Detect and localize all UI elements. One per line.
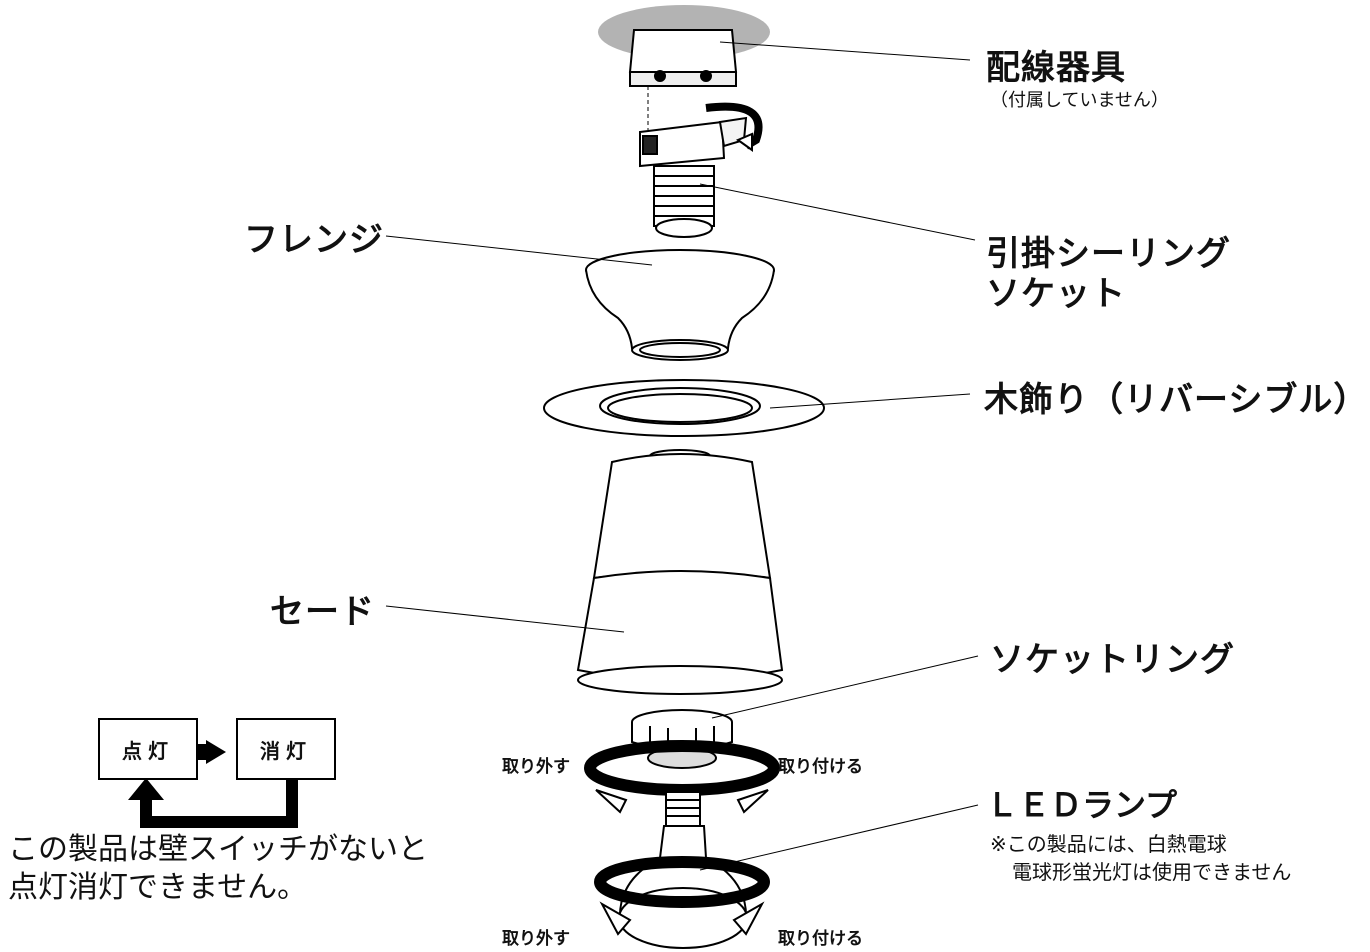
action-attach-upper: 取り付ける: [778, 757, 863, 777]
switch-on-box: 点灯: [98, 718, 198, 780]
rotate-arrow-icon: [705, 102, 763, 150]
switch-off-box: 消灯: [236, 718, 336, 780]
label-socket-ring: ソケットリング: [990, 640, 1235, 680]
action-attach-lower: 取り付ける: [778, 929, 863, 949]
switch-caption-line2: 点灯消灯できません。: [8, 870, 308, 905]
label-hook-socket-line1: 引掛シーリング: [986, 234, 1231, 274]
label-wiring-device-note: （付属していません）: [990, 90, 1169, 111]
label-wood-ring: 木飾り（リバーシブル）: [984, 380, 1369, 420]
hook-ceiling-socket-drawing: [639, 116, 748, 238]
label-led-lamp: ＬＥＤランプ: [986, 786, 1178, 824]
label-shade: セード: [270, 592, 375, 632]
switch-cycle-arrows: [128, 740, 298, 828]
leader-lines: [385, 41, 979, 871]
rotate-ring-arrow-upper: [584, 740, 780, 814]
rotate-ring-arrow-lower: [594, 856, 770, 936]
action-remove-lower: 取り外す: [502, 929, 570, 949]
label-led-note-line2: 電球形蛍光灯は使用できません: [1012, 860, 1292, 884]
label-flange: フレンジ: [244, 220, 384, 260]
label-wiring-device: 配線器具: [986, 48, 1126, 88]
label-led-note-line1: ※この製品には、白熱電球: [990, 832, 1227, 856]
wiring-device-drawing: [628, 29, 738, 87]
flange-drawing: [585, 249, 775, 361]
label-hook-socket-line2: ソケット: [986, 274, 1126, 314]
socket-ring-drawing: [631, 709, 733, 769]
action-remove-upper: 取り外す: [502, 757, 570, 777]
switch-caption-line1: この製品は壁スイッチがないと: [8, 832, 428, 867]
wood-ring-drawing: [543, 379, 825, 437]
shade-drawing: [576, 449, 784, 695]
